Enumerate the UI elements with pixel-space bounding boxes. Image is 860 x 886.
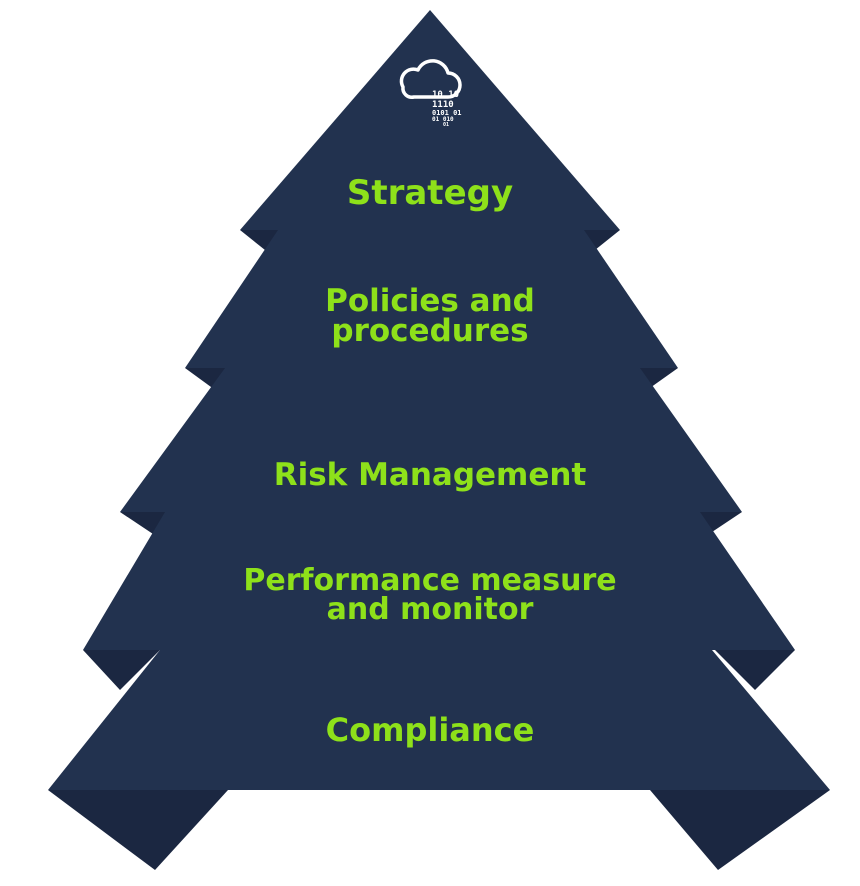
tier-labels: Strategy Policies and procedures Risk Ma… bbox=[243, 173, 616, 749]
cloud-binary-icon: 10 10 1110 0101 01 01 010 01 bbox=[399, 59, 462, 128]
fold-performance-left bbox=[83, 650, 160, 690]
tiers bbox=[48, 10, 830, 790]
tier-risk-shape bbox=[120, 368, 742, 512]
fold-compliance-right bbox=[650, 790, 830, 870]
tier-label-strategy: Strategy bbox=[347, 173, 513, 213]
fold-performance-right bbox=[715, 650, 795, 690]
binary-line-2: 1110 bbox=[432, 100, 454, 110]
tier-label-performance-line1: Performance measure bbox=[243, 563, 616, 598]
tier-label-policies-line2: procedures bbox=[331, 313, 528, 349]
tier-performance-shape bbox=[83, 512, 795, 650]
tier-label-policies-line1: Policies and bbox=[325, 283, 535, 319]
binary-line-5: 01 bbox=[443, 122, 449, 128]
tier-compliance-shape bbox=[48, 650, 830, 790]
cloud-outline bbox=[399, 59, 462, 99]
tier-label-performance-line2: and monitor bbox=[327, 592, 534, 627]
tier-label-compliance: Compliance bbox=[326, 711, 535, 749]
binary-line-4: 01 010 bbox=[432, 116, 454, 123]
binary-line-1: 10 10 bbox=[432, 90, 459, 100]
tier-policies-shape bbox=[185, 230, 678, 368]
tier-label-risk: Risk Management bbox=[274, 457, 587, 493]
fold-compliance-left bbox=[48, 790, 228, 870]
tier-strategy-shape bbox=[240, 10, 620, 230]
binary-line-3: 0101 01 bbox=[432, 109, 462, 117]
